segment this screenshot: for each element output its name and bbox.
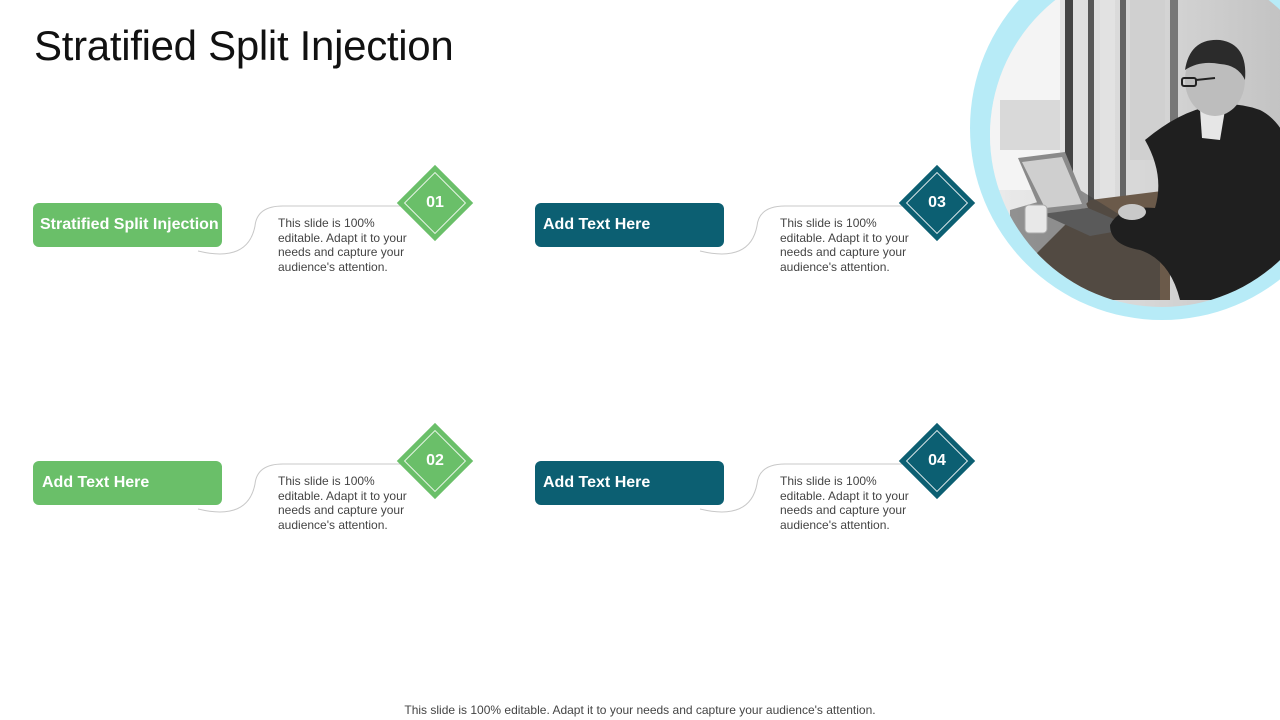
step-number: 04 <box>928 452 946 469</box>
step-label: Stratified Split Injection <box>40 216 219 233</box>
step-item-04: Add Text Here 04 This slide is 100% edit… <box>535 419 995 559</box>
step-description: This slide is 100% editable. Adapt it to… <box>278 474 407 532</box>
step-number: 03 <box>928 194 946 211</box>
connector-line <box>197 205 408 255</box>
step-label: Add Text Here <box>543 216 651 233</box>
step-label-box[interactable]: Stratified Split Injection <box>33 203 222 247</box>
step-item-03: Add Text Here 03 This slide is 100% edit… <box>535 161 995 301</box>
person-with-laptop-photo <box>970 0 1280 320</box>
step-label: Add Text Here <box>42 474 150 491</box>
step-label-box[interactable]: Add Text Here <box>535 461 724 505</box>
step-label-box[interactable]: Add Text Here <box>33 461 222 505</box>
step-item-01: Stratified Split Injection 01 This slide… <box>33 161 493 301</box>
footer-note: This slide is 100% editable. Adapt it to… <box>404 703 876 717</box>
connector-line <box>197 463 408 513</box>
step-description: This slide is 100% editable. Adapt it to… <box>780 216 909 274</box>
step-label-box[interactable]: Add Text Here <box>535 203 724 247</box>
step-number: 01 <box>426 194 444 211</box>
step-number: 02 <box>426 452 444 469</box>
connector-line <box>699 463 910 513</box>
connector-line <box>699 205 910 255</box>
step-item-02: Add Text Here 02 This slide is 100% edit… <box>33 419 493 559</box>
page-title: Stratified Split Injection <box>34 22 454 69</box>
step-description: This slide is 100% editable. Adapt it to… <box>780 474 909 532</box>
step-label: Add Text Here <box>543 474 651 491</box>
step-description: This slide is 100% editable. Adapt it to… <box>278 216 407 274</box>
